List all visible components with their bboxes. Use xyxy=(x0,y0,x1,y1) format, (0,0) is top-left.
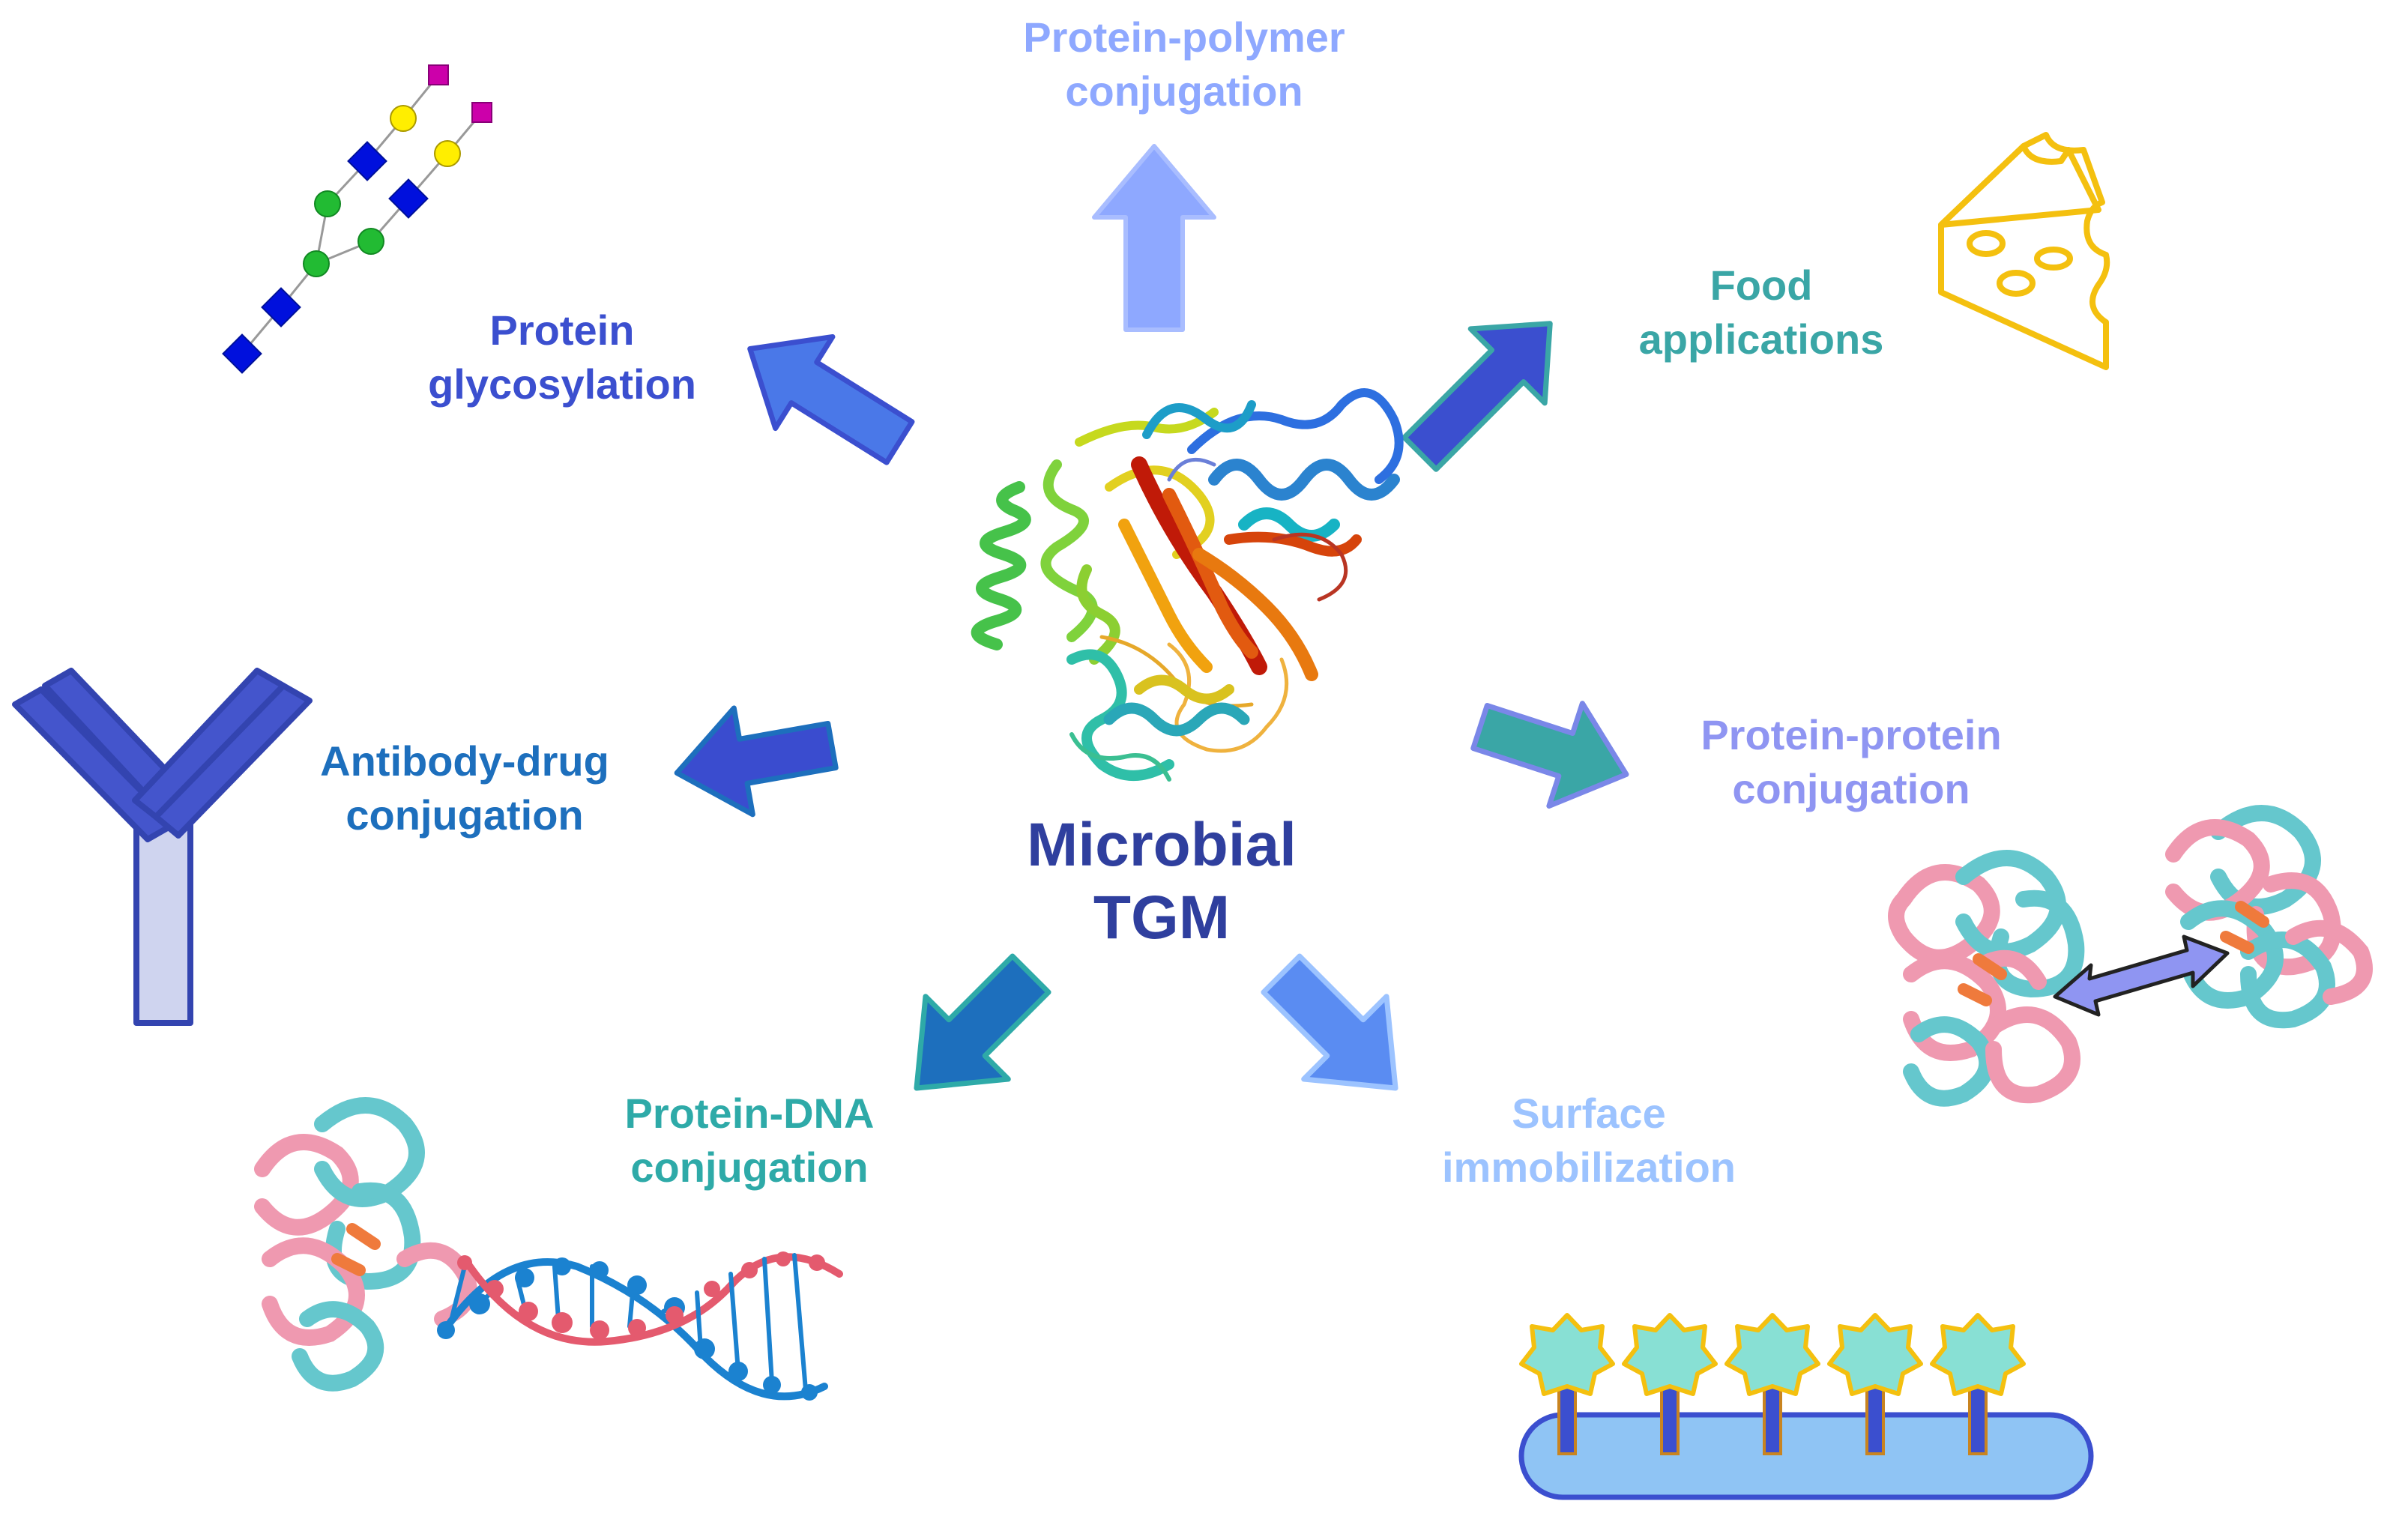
label-protein-protein-line2: conjugation xyxy=(1732,764,1970,812)
immobilized-protein xyxy=(1622,1313,1718,1455)
label-protein-protein: Protein-protein conjugation xyxy=(1611,708,2091,815)
enzyme-structure-icon xyxy=(971,388,1404,782)
immobilized-protein xyxy=(1724,1313,1820,1455)
arrow-protein-polymer xyxy=(1092,144,1216,332)
arrow-protein-glycosylation xyxy=(747,333,915,465)
label-protein-polymer-line1: Protein-polymer xyxy=(1023,13,1345,61)
label-surface-immobilization: Surface immobilization xyxy=(1379,1087,1799,1194)
label-surface-line2: immobilization xyxy=(1442,1143,1736,1191)
label-food-line1: Food xyxy=(1710,262,1813,309)
surface-immobilization-icon xyxy=(1518,1313,2094,1500)
label-protein-dna: Protein-DNA conjugation xyxy=(555,1087,944,1194)
label-food-applications: Food applications xyxy=(1574,259,1949,366)
immobilized-protein xyxy=(1519,1313,1615,1455)
arrow-protein-protein xyxy=(1470,701,1629,809)
arrow-antibody-drug xyxy=(674,705,839,818)
cheese-icon xyxy=(1938,132,2110,370)
label-glycosylation-line1: Protein xyxy=(489,306,635,354)
glycan-chain-icon xyxy=(222,64,492,374)
label-antibody-drug: Antibody-drug conjugation xyxy=(270,734,660,842)
protein-protein-complex-icon xyxy=(1888,805,2373,1107)
label-glycosylation-line2: glycosylation xyxy=(428,360,696,408)
label-antibody-drug-line2: conjugation xyxy=(345,791,584,839)
arrow-food xyxy=(1401,321,1553,472)
immobilized-protein xyxy=(1930,1313,2026,1455)
center-label-line2: TGM xyxy=(1093,883,1231,952)
protein-dna-icon xyxy=(254,1097,843,1401)
antibody-icon xyxy=(12,668,313,1026)
center-label-microbial-tgm: Microbial TGM xyxy=(937,809,1386,955)
label-antibody-drug-line1: Antibody-drug xyxy=(320,737,609,785)
label-food-line2: applications xyxy=(1638,315,1884,363)
label-surface-line1: Surface xyxy=(1512,1090,1666,1137)
label-protein-glycosylation: Protein glycosylation xyxy=(375,304,749,411)
label-protein-polymer: Protein-polymer conjugation xyxy=(929,10,1439,118)
label-protein-dna-line2: conjugation xyxy=(630,1143,869,1191)
label-protein-dna-line1: Protein-DNA xyxy=(624,1090,875,1137)
arrow-surface xyxy=(1261,953,1398,1091)
center-label-line1: Microbial xyxy=(1027,811,1297,879)
label-protein-polymer-line2: conjugation xyxy=(1065,67,1303,115)
label-protein-protein-line1: Protein-protein xyxy=(1701,711,2002,758)
immobilized-protein xyxy=(1827,1313,1923,1455)
arrow-protein-dna xyxy=(914,953,1051,1091)
